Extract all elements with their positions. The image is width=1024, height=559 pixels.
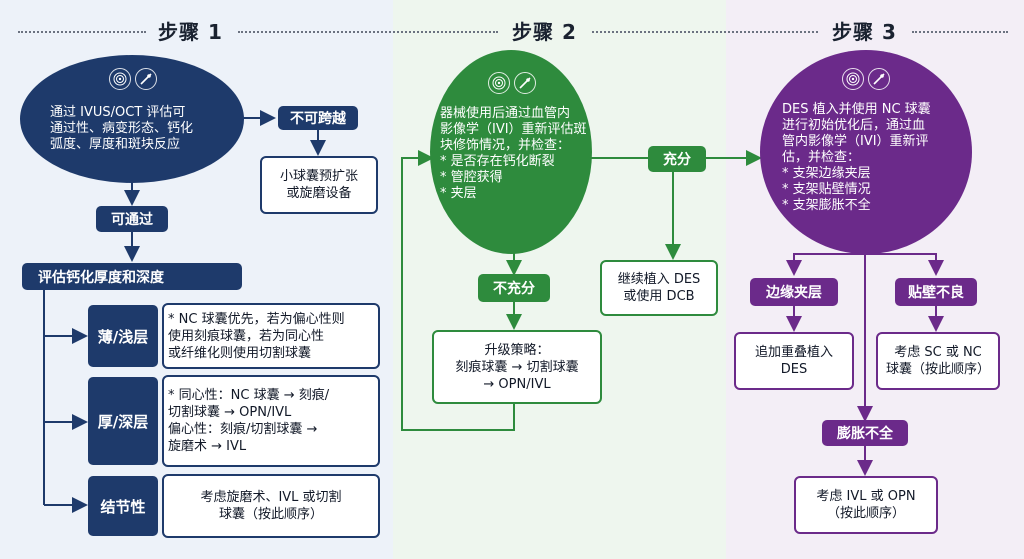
divider-line — [18, 31, 146, 33]
step3-heading: 步骤 3 — [832, 20, 897, 44]
step3-stent-assessment-text: DES 植入并使用 NC 球囊 进行初始优化后，通过血 管内影像学（IVI）重新… — [782, 102, 931, 213]
ivus-disc-icon — [842, 68, 864, 90]
step1-assessment-oval: 通过 IVUS/OCT 评估可 通过性、病变形态、钙化 弧度、厚度和斑块反应 — [20, 55, 244, 183]
thick-deep-text: * 同心性：NC 球囊 → 刻痕/ 切割球囊 → OPN/IVL 偏心性：刻痕/… — [162, 375, 380, 467]
divider-line — [912, 31, 1008, 33]
crossable-label: 可通过 — [96, 206, 168, 232]
step1-assessment-text: 通过 IVUS/OCT 评估可 通过性、病变形态、钙化 弧度、厚度和斑块反应 — [50, 105, 194, 152]
divider-line — [592, 31, 818, 33]
ivus-disc-icon — [109, 68, 131, 90]
thin-shallow-label: 薄/浅层 — [88, 305, 158, 367]
nodular-label: 结节性 — [88, 476, 158, 536]
catheter-icon — [868, 68, 890, 90]
thick-deep-label: 厚/深层 — [88, 377, 158, 465]
continue-des-dcb-box: 继续植入 DES 或使用 DCB — [600, 260, 718, 316]
escalation-strategy-box: 升级策略： 刻痕球囊 → 切割球囊 → OPN/IVL — [432, 330, 602, 404]
step2-heading: 步骤 2 — [512, 20, 577, 44]
sufficient-label: 充分 — [648, 146, 706, 172]
malapposition-action-box: 考虑 SC 或 NC 球囊（按此顺序） — [876, 332, 1000, 390]
ivus-disc-icon — [488, 72, 510, 94]
catheter-icon — [514, 72, 536, 94]
assess-calcium-bar: 评估钙化厚度和深度 — [22, 263, 242, 290]
not-crossable-label: 不可跨越 — [278, 106, 358, 130]
step2-reassessment-text: 器械使用后通过血管内 影像学（IVI）重新评估斑 块修饰情况，并检查： * 是否… — [440, 106, 587, 201]
edge-dissection-label: 边缘夹层 — [750, 278, 838, 306]
insufficient-label: 不充分 — [478, 274, 550, 302]
thin-shallow-text: * NC 球囊优先，若为偏心性则 使用刻痕球囊，若为同心性 或纤维化则使用切割球… — [162, 303, 380, 369]
catheter-icon — [135, 68, 157, 90]
step1-heading: 步骤 1 — [158, 20, 223, 44]
underexpansion-label: 膨胀不全 — [822, 420, 908, 446]
predilation-box: 小球囊预扩张 或旋磨设备 — [260, 156, 378, 214]
nodular-text: 考虑旋磨术、IVL 或切割 球囊（按此顺序） — [162, 474, 380, 538]
underexpansion-action-box: 考虑 IVL 或 OPN （按此顺序） — [794, 476, 938, 534]
divider-line — [238, 31, 498, 33]
edge-action-box: 追加重叠植入 DES — [734, 332, 854, 390]
step3-stent-assessment-oval: DES 植入并使用 NC 球囊 进行初始优化后，通过血 管内影像学（IVI）重新… — [760, 50, 972, 254]
malapposition-label: 贴壁不良 — [895, 278, 977, 306]
step2-reassessment-oval: 器械使用后通过血管内 影像学（IVI）重新评估斑 块修饰情况，并检查： * 是否… — [430, 50, 592, 254]
